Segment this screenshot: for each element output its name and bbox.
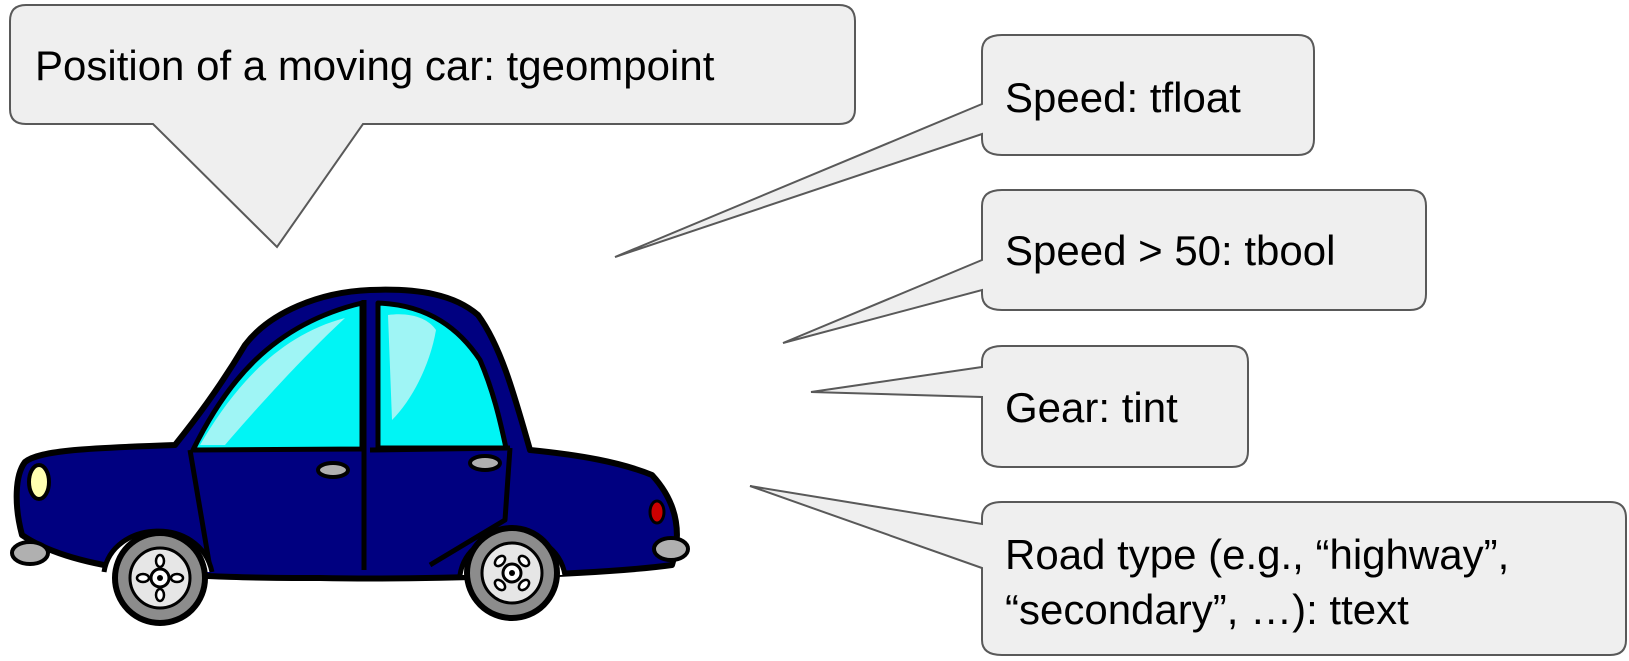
callout-speed-gt-50-bubble <box>782 189 1427 344</box>
callout-gear-text: Gear: tint <box>1005 384 1178 431</box>
callout-speed-bubble <box>614 34 1315 258</box>
callout-position-text: Position of a moving car: tgeompoint <box>35 42 715 89</box>
car-door-handle-rear <box>468 454 502 472</box>
car-taillight <box>648 499 666 525</box>
callout-speed-gt-50-text: Speed > 50: tbool <box>1005 227 1336 274</box>
car-door-line <box>187 300 513 570</box>
car-rear-bumper <box>652 536 690 562</box>
callout-gear-bubble <box>810 345 1249 468</box>
callout-road-type-text: Road type (e.g., “highway”, “secondary”,… <box>1005 531 1510 633</box>
car-window-highlight <box>200 318 345 445</box>
car-window-highlight-rear <box>388 314 436 420</box>
callout-position-bubble <box>9 4 856 249</box>
car-headlight <box>27 463 51 501</box>
car-front-bumper <box>10 540 50 566</box>
car-icon <box>10 286 690 626</box>
car-door-handle-front <box>316 461 350 479</box>
car-front-wheel <box>112 530 208 626</box>
car-rear-wheel <box>464 525 560 621</box>
callout-road-type-bubble <box>749 485 1627 656</box>
callout-speed-text: Speed: tfloat <box>1005 74 1241 121</box>
